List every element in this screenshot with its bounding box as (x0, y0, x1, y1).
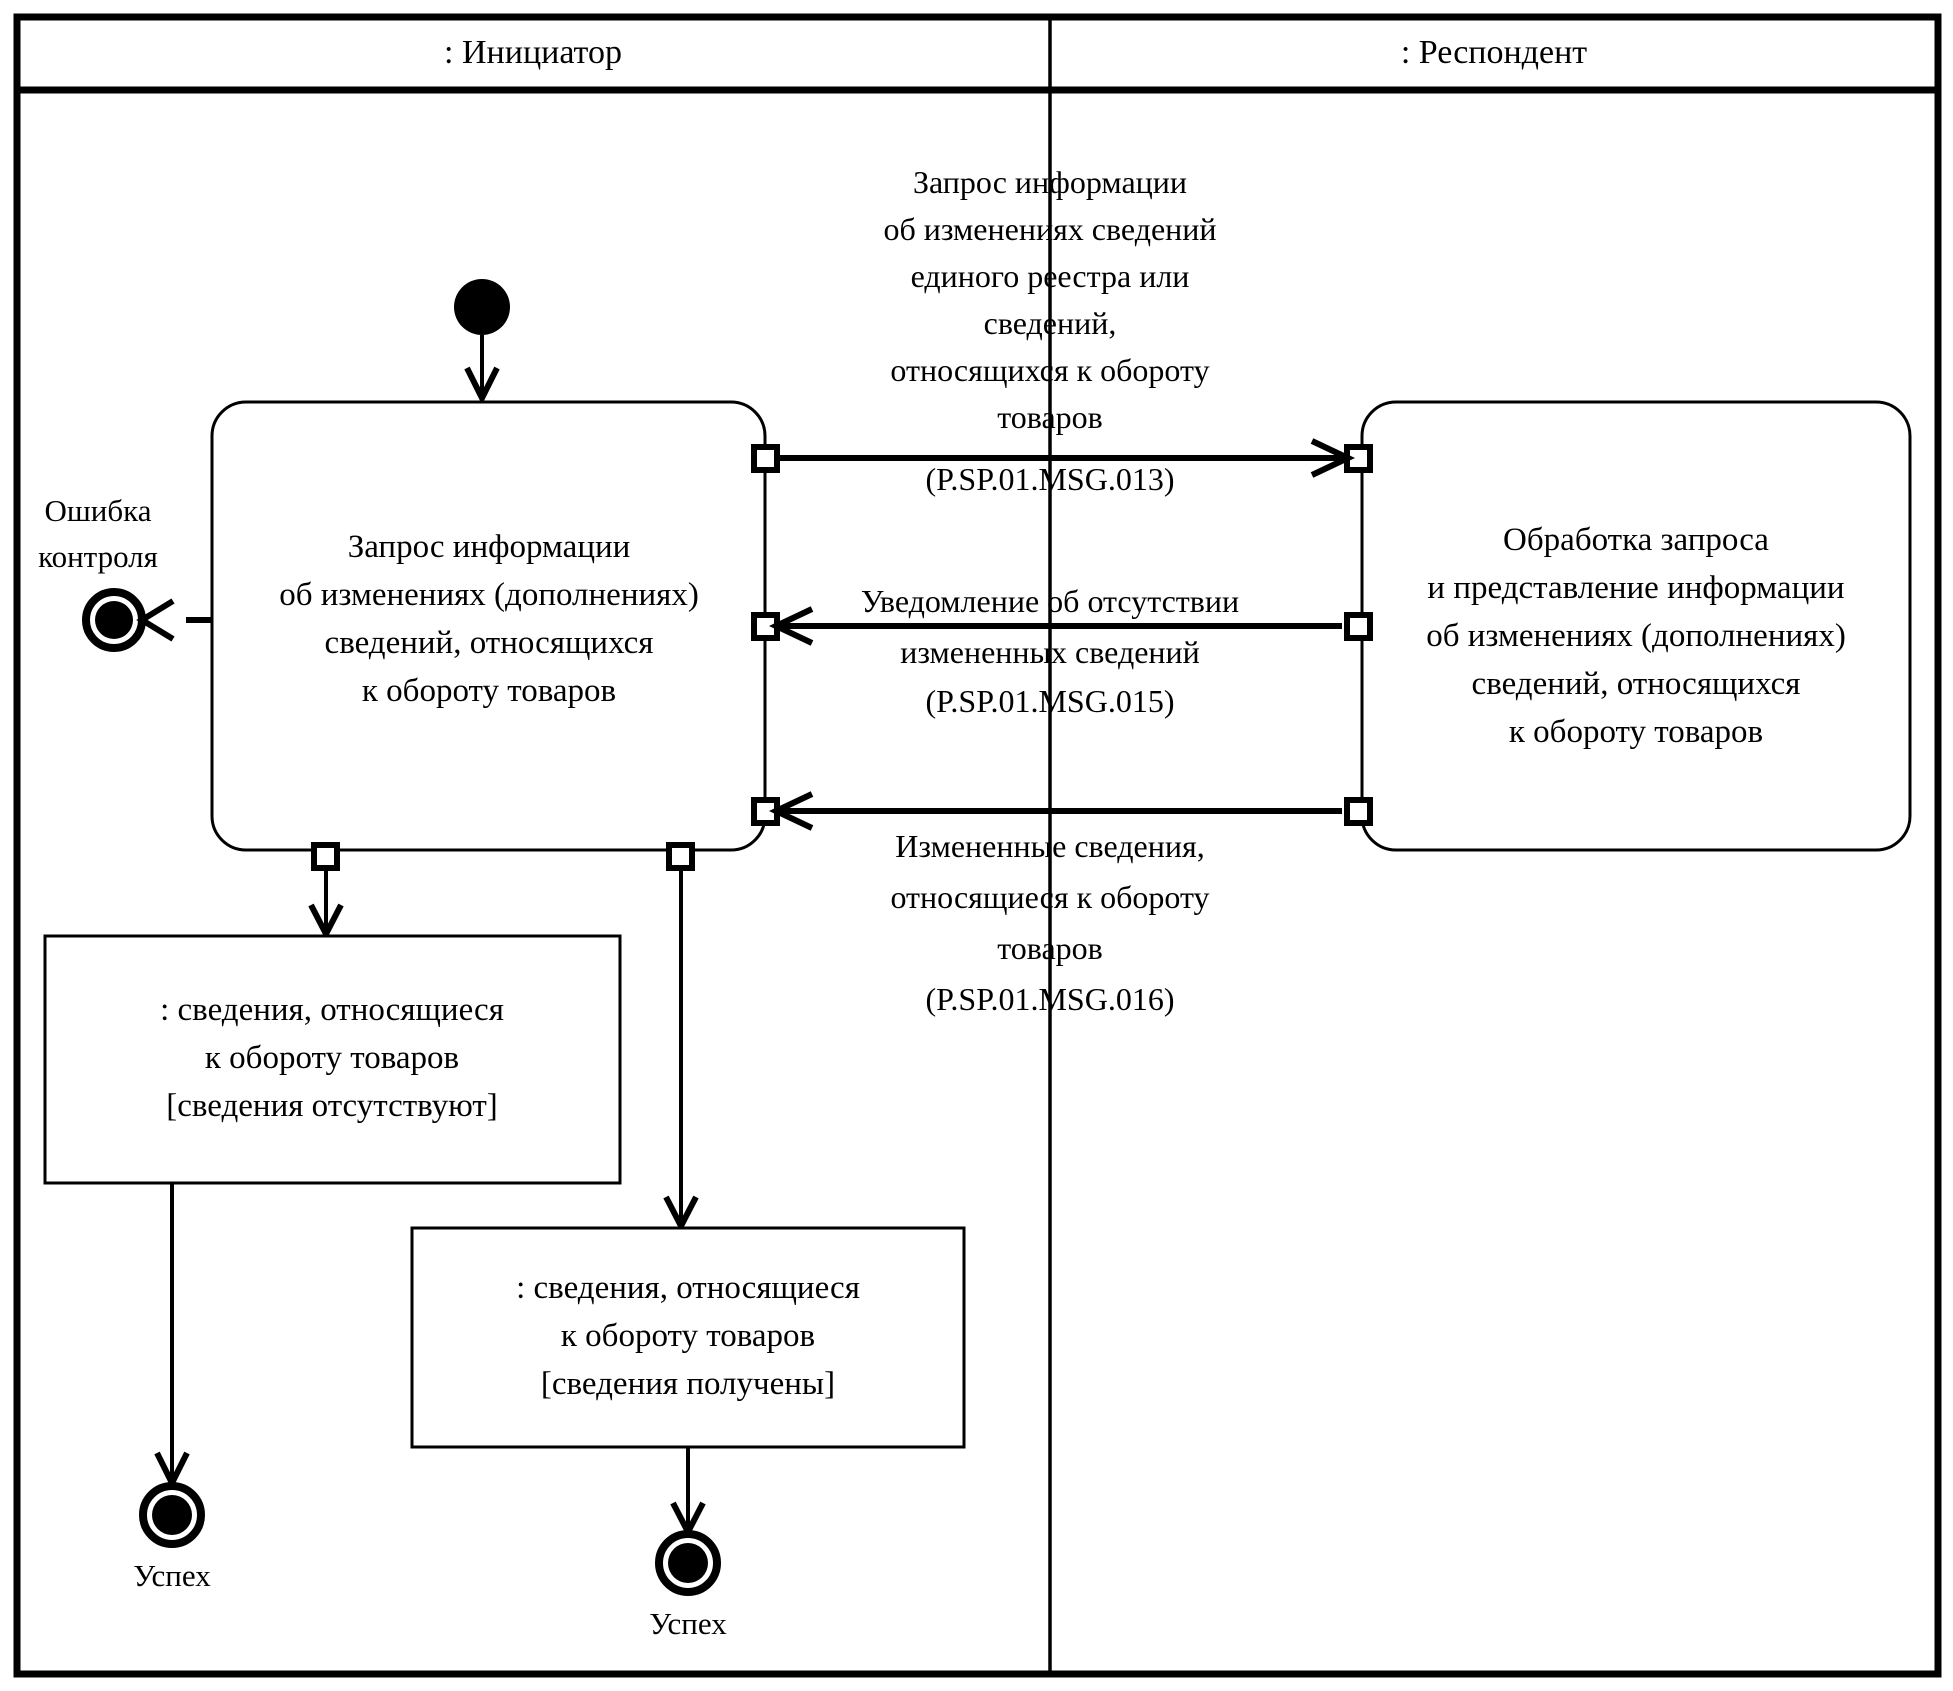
lane-title-respondent: : Респондент (1401, 34, 1587, 71)
message-label-msg015: измененных сведений (900, 634, 1200, 670)
lane-title-initiator: : Инициатор (444, 34, 622, 71)
message-code-msg015: (P.SP.01.MSG.015) (926, 683, 1175, 719)
arrowhead-msg016 (768, 791, 814, 831)
arrowhead-object-received (663, 1195, 699, 1233)
error-control-label: контроля (38, 539, 158, 574)
message-label-msg015: Уведомление об отсутствии (861, 583, 1239, 619)
message-label-msg016: Измененные сведения, (895, 828, 1204, 864)
initiator-activity-label: к обороту товаров (362, 673, 616, 709)
initial-node (454, 279, 510, 335)
respondent-activity-label: Обработка запроса (1503, 522, 1769, 558)
pin-respondent-out-data[interactable] (1344, 797, 1373, 826)
respondent-activity-label: и представление информации (1427, 570, 1844, 606)
final-node-success-left-label: Успех (133, 1558, 211, 1593)
initiator-activity-label: об изменениях (дополнениях) (279, 577, 699, 613)
error-control-label: Ошибка (45, 493, 152, 528)
message-label-msg013: относящихся к обороту (890, 352, 1209, 388)
arrowhead-initial (464, 366, 500, 405)
final-node-success-left-inner (152, 1495, 192, 1535)
arrowhead-object-absent (308, 903, 344, 941)
message-code-msg016: (P.SP.01.MSG.016) (926, 981, 1175, 1017)
respondent-activity-label: об изменениях (дополнениях) (1426, 618, 1846, 654)
message-code-msg013: (P.SP.01.MSG.013) (926, 461, 1175, 497)
message-label-msg013: товаров (997, 399, 1103, 435)
object-node-received-label: к обороту товаров (561, 1318, 815, 1354)
object-node-received[interactable] (410, 1226, 966, 1449)
object-node-absent[interactable] (43, 934, 622, 1185)
object-node-absent-label: к обороту товаров (205, 1040, 459, 1076)
message-label-msg016: относящиеся к обороту (890, 879, 1209, 915)
arrowhead-msg013 (1310, 438, 1356, 478)
initiator-activity-label: сведений, относящихся (325, 625, 654, 661)
pin-initiator-out-received[interactable] (666, 842, 695, 871)
respondent-activity-label: к обороту товаров (1509, 714, 1763, 750)
message-label-msg013: единого реестра или (911, 258, 1190, 294)
object-node-absent-label: [сведения отсутствуют] (166, 1088, 498, 1124)
respondent-activity-label: сведений, относящихся (1472, 666, 1801, 702)
object-node-received-label: : сведения, относящиеся (516, 1270, 860, 1306)
pin-initiator-out-absent[interactable] (311, 842, 340, 871)
final-node-error-inner (95, 601, 133, 639)
arrowhead-msg015 (768, 606, 814, 646)
object-node-received-label: [сведения получены] (541, 1366, 835, 1402)
final-node-success-right-label: Успех (649, 1606, 727, 1641)
arrowhead-error-flow (136, 598, 175, 642)
initiator-activity-label: Запрос информации (348, 529, 631, 565)
pin-respondent-out-notice[interactable] (1344, 612, 1373, 641)
message-label-msg016: товаров (997, 930, 1103, 966)
message-label-msg013: Запрос информации (913, 164, 1187, 200)
object-node-absent-label: : сведения, относящиеся (160, 992, 504, 1028)
message-label-msg013: сведений, (984, 305, 1117, 341)
pin-initiator-out-request[interactable] (751, 444, 780, 473)
message-label-msg013: об изменениях сведений (883, 211, 1216, 247)
final-node-success-right-inner (668, 1543, 708, 1583)
